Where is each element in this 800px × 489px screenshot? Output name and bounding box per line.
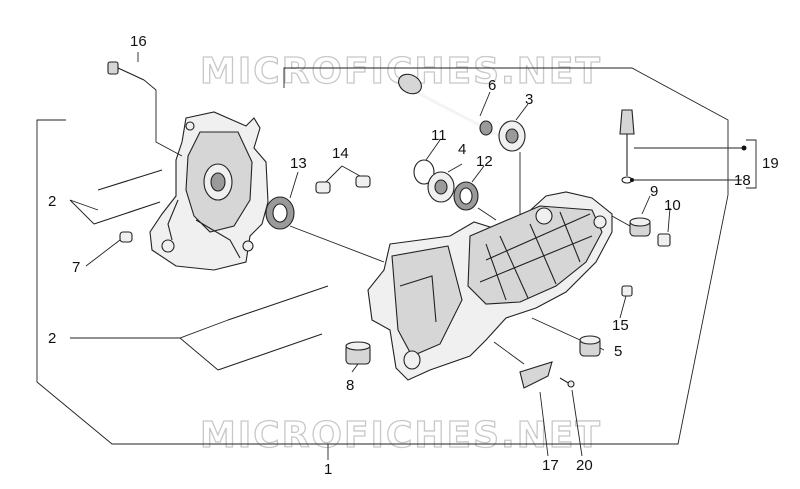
callout-11: 11 — [431, 127, 447, 144]
callout-3: 3 — [525, 91, 533, 108]
gear-shaft — [398, 73, 509, 142]
oil-seal-13 — [265, 196, 295, 230]
screw-20 — [559, 377, 575, 388]
dowel-7 — [119, 231, 133, 243]
stud-2b — [93, 201, 161, 225]
callout-12: 12 — [476, 153, 493, 170]
stud-2c — [227, 285, 329, 321]
stud-2d — [217, 333, 323, 371]
dowel-14a — [315, 181, 331, 194]
callout-4: 4 — [458, 141, 466, 158]
dipstick-18 — [619, 109, 635, 184]
callout-15: 15 — [612, 317, 629, 334]
callout-8: 8 — [346, 377, 354, 394]
callout-20: 20 — [576, 457, 593, 474]
bush-5 — [579, 335, 601, 357]
callout-7: 7 — [72, 259, 80, 276]
pin-15 — [621, 285, 633, 297]
callout-6: 6 — [488, 77, 496, 94]
assembly-outline — [36, 67, 729, 445]
callout-17: 17 — [542, 457, 559, 474]
callout-2-upper: 2 — [48, 193, 56, 210]
circlip-11 — [413, 159, 435, 185]
bush-9 — [629, 217, 651, 237]
leader-lines — [69, 52, 757, 457]
oil-seal-12 — [453, 181, 479, 211]
callout-16: 16 — [130, 33, 147, 50]
callout-5: 5 — [614, 343, 622, 360]
bracket-17 — [519, 361, 553, 389]
right-crankcase-half — [367, 191, 613, 381]
callout-2-lower: 2 — [48, 330, 56, 347]
stud-2a — [97, 169, 163, 191]
callout-14: 14 — [332, 145, 349, 162]
callout-18-dot — [630, 178, 634, 182]
callout-13: 13 — [290, 155, 307, 172]
callout-19: 19 — [762, 155, 779, 172]
bolt-16 — [107, 61, 145, 81]
callout-9: 9 — [650, 183, 658, 200]
pin-10 — [657, 233, 671, 247]
callout-18: 18 — [734, 172, 751, 189]
bearing-4 — [427, 171, 455, 203]
dowel-14b — [355, 175, 371, 188]
watermark-bottom: MICROFICHES.NET — [200, 415, 602, 456]
bush-8 — [345, 341, 371, 365]
callout-19-dot — [741, 145, 747, 151]
callout-1: 1 — [324, 461, 332, 478]
bearing-3 — [498, 120, 526, 152]
left-crankcase-half — [149, 111, 269, 271]
callout-10: 10 — [664, 197, 681, 214]
